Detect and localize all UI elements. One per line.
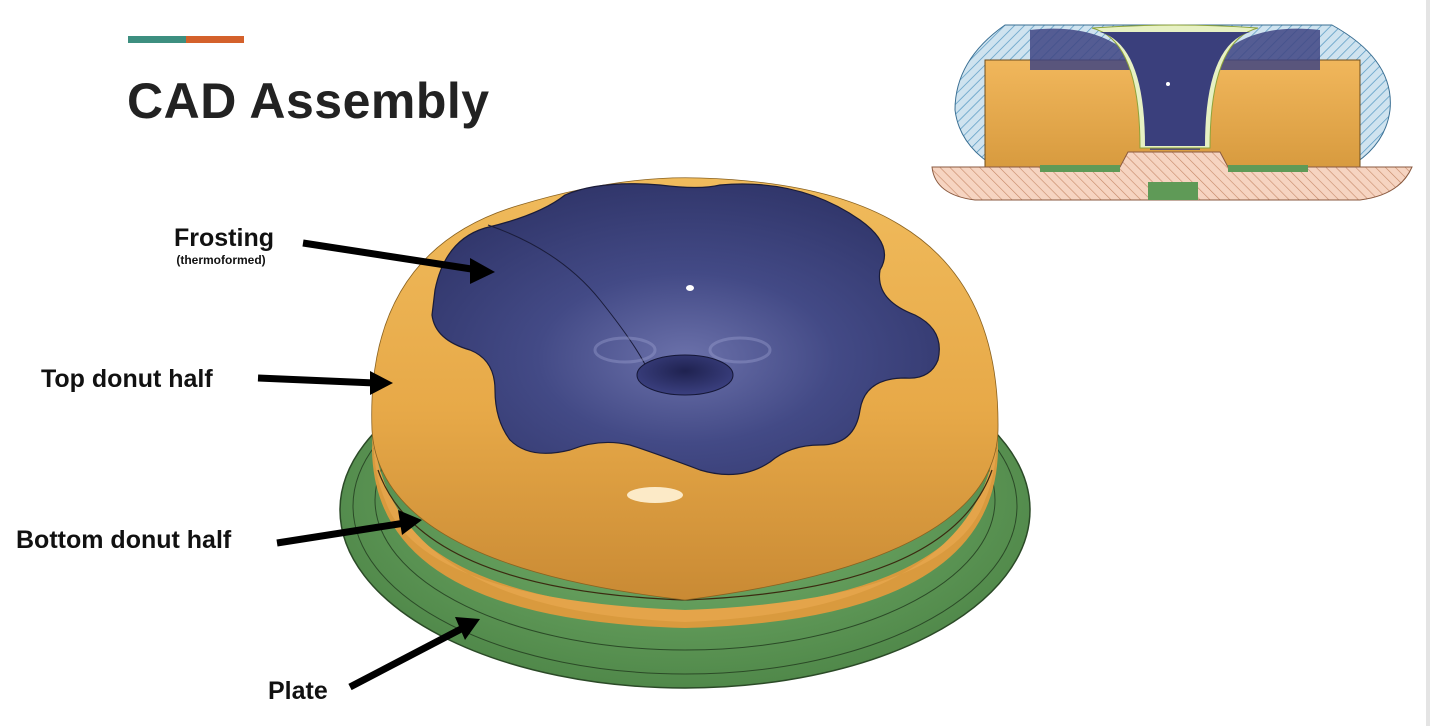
accent-bar-teal bbox=[128, 36, 186, 43]
frosting-part bbox=[431, 183, 940, 476]
frosting-note-text: (thermoformed) bbox=[176, 253, 266, 267]
slide-title: CAD Assembly bbox=[127, 73, 490, 129]
bottom-half-label: Bottom donut half bbox=[16, 526, 232, 554]
accent-bar-orange bbox=[186, 36, 244, 43]
top-half-arrow bbox=[257, 371, 393, 395]
frosting-arrow bbox=[302, 239, 495, 284]
plate-label: Plate bbox=[268, 677, 328, 705]
slide-edge bbox=[1426, 0, 1430, 726]
top-half-label: Top donut half bbox=[41, 365, 213, 393]
frosting-label: Frosting (thermoformed) bbox=[174, 224, 274, 267]
bottom-half-arrow bbox=[276, 510, 422, 547]
frosting-label-text: Frosting bbox=[174, 224, 274, 252]
plate-arrow bbox=[348, 617, 480, 691]
